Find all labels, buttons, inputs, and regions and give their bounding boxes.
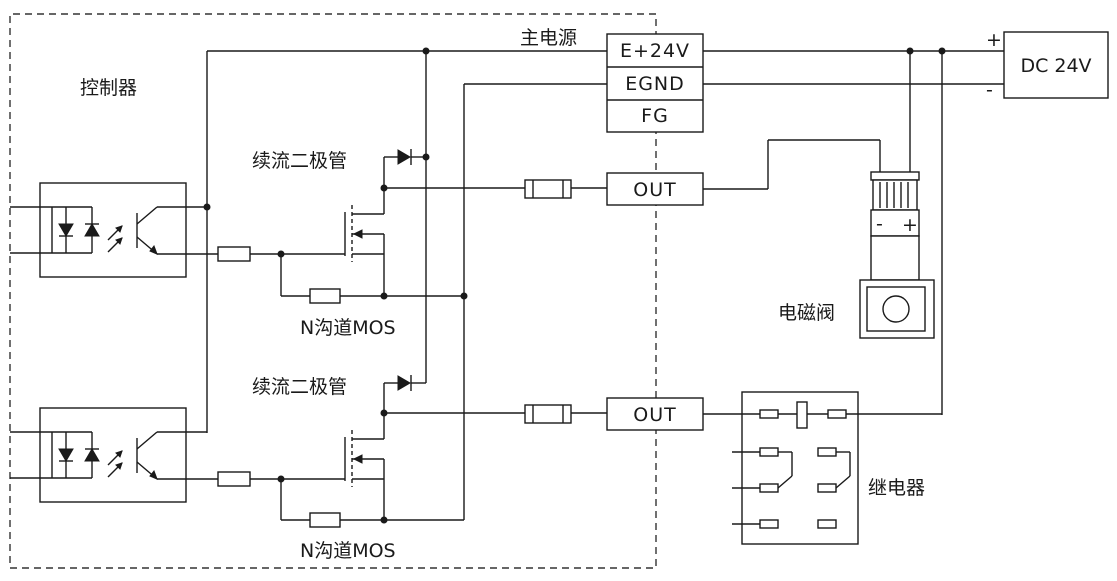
dc-plus-sign: +: [986, 29, 1002, 51]
valve-minus-sign: -: [876, 213, 883, 235]
optocoupler-1: [10, 182, 218, 278]
channel-2: 续流二极管 N沟道MOS: [10, 375, 607, 562]
fuse-2: [524, 404, 572, 424]
mos-label-2: N沟道MOS: [300, 540, 396, 562]
terminal-egnd: EGND: [625, 73, 685, 95]
dc-supply: DC 24V + -: [986, 29, 1109, 101]
controller-label: 控制器: [80, 77, 137, 99]
terminal-out2-label: OUT: [633, 404, 676, 426]
solenoid-valve: - + 电磁阀: [703, 139, 935, 339]
freewheel-diode-1: [383, 149, 426, 188]
main-power-label: 主电源: [520, 27, 577, 49]
terminal-out-2: OUT: [606, 397, 704, 431]
diode-label-2: 续流二极管: [252, 376, 347, 398]
terminal-block-power: E+24V EGND FG: [606, 33, 704, 133]
terminal-e24v: E+24V: [620, 40, 690, 62]
channel-1: 续流二极管 N沟道MOS: [10, 149, 607, 339]
freewheel-diode-2: [383, 375, 426, 413]
nmos-1: [344, 188, 385, 296]
terminal-fg: FG: [641, 105, 669, 127]
optocoupler-2: [10, 407, 218, 503]
terminal-out-1: OUT: [606, 172, 704, 206]
terminal-out1-label: OUT: [633, 179, 676, 201]
power-rails: [206, 47, 1004, 520]
dc-supply-label: DC 24V: [1020, 55, 1091, 77]
controller-boundary: [9, 13, 657, 569]
solenoid-label: 电磁阀: [778, 302, 835, 324]
fuse-1: [524, 179, 572, 199]
relay: 继电器: [703, 391, 942, 545]
diode-label-1: 续流二极管: [252, 150, 347, 172]
valve-plus-sign: +: [902, 214, 918, 236]
nmos-2: [344, 413, 385, 520]
mos-label-1: N沟道MOS: [300, 317, 396, 339]
dc-minus-sign: -: [986, 79, 993, 101]
relay-label: 继电器: [868, 477, 925, 499]
